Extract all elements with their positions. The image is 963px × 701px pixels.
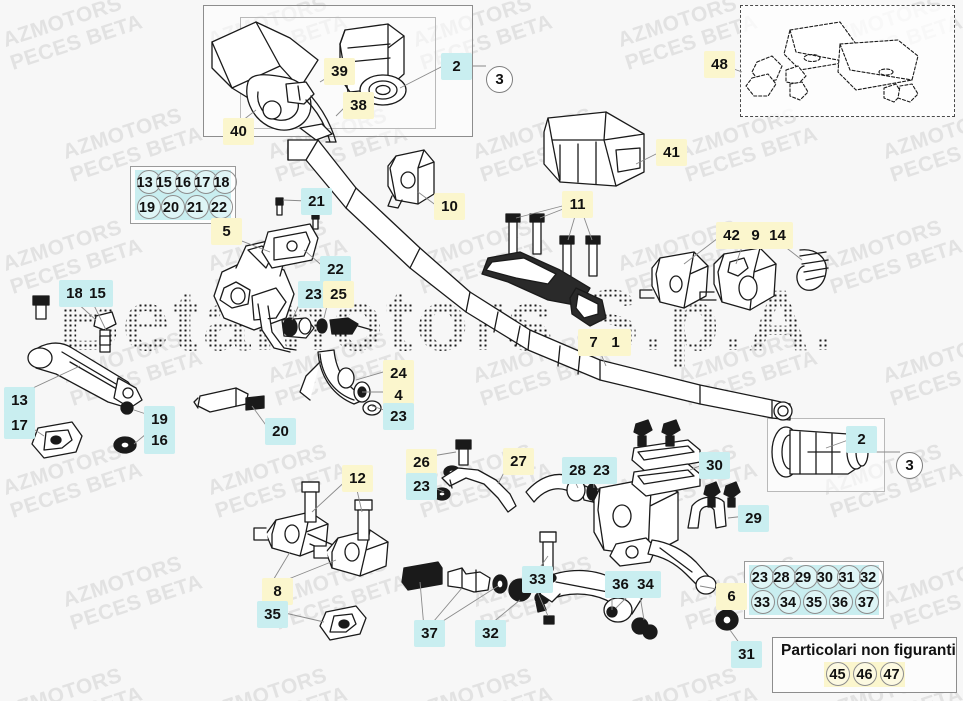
group-callout-20[interactable]: 20 (159, 195, 185, 220)
callout-badge-21[interactable]: 21 (301, 188, 332, 215)
group-callout-35[interactable]: 35 (801, 590, 827, 615)
group-callout-21[interactable]: 21 (183, 195, 209, 220)
watermark-text: AZMOTORS PECES BETA (820, 215, 963, 299)
callout-badge-33[interactable]: 33 (522, 566, 553, 593)
watermark-text: AZMOTORS PECES BETA (615, 0, 761, 75)
callout-badge-34[interactable]: 34 (630, 571, 661, 598)
group-callout-32[interactable]: 32 (857, 565, 883, 590)
callout-badge-20[interactable]: 20 (265, 418, 296, 445)
watermark-text: AZMOTORS PECES BETA (0, 663, 145, 701)
callout-badge-40[interactable]: 40 (223, 118, 254, 145)
callout-badge-6[interactable]: 6 (716, 583, 747, 610)
callout-badge-5[interactable]: 5 (211, 218, 242, 245)
watermark-text: AZMOTORS PECES BETA (0, 547, 1, 635)
callout-badge-23[interactable]: 23 (406, 473, 437, 500)
callout-badge-14[interactable]: 14 (762, 222, 793, 249)
group-callout-17[interactable]: 17 (192, 170, 219, 195)
callout-badge-1[interactable]: 1 (600, 329, 631, 356)
watermark-text: AZMOTORS PECES BETA (60, 551, 206, 635)
callout-badge-11[interactable]: 11 (562, 191, 593, 218)
callout-badge-13[interactable]: 13 (4, 387, 35, 414)
group-callout-34[interactable]: 34 (775, 590, 801, 615)
group-callout-45[interactable]: 45 (824, 662, 851, 687)
group-callout-33[interactable]: 33 (749, 590, 775, 615)
callout-badge-3[interactable]: 3 (486, 66, 513, 93)
group-callout-18[interactable]: 18 (211, 170, 238, 195)
group-callout-29[interactable]: 29 (792, 565, 818, 590)
callout-badge-41[interactable]: 41 (656, 139, 687, 166)
callout-badge-16[interactable]: 16 (144, 427, 175, 454)
note-title: Particolari non figuranti (781, 642, 956, 659)
callout-badge-2[interactable]: 2 (846, 426, 877, 453)
watermark-text: AZMOTORS PECES BETA (205, 439, 351, 523)
watermark-text: AZMOTORS PECES BETA (880, 551, 963, 635)
grip-outer-frame (767, 418, 885, 492)
watermark-text: AZMOTORS PECES BETA (880, 327, 963, 411)
group-callout-47[interactable]: 47 (878, 662, 905, 687)
group-callout-15[interactable]: 15 (154, 170, 180, 195)
callout-badge-48[interactable]: 48 (704, 51, 735, 78)
callout-badge-26[interactable]: 26 (406, 449, 437, 476)
callout-badge-25[interactable]: 25 (323, 281, 354, 308)
group-callout-19[interactable]: 19 (135, 195, 161, 220)
callout-badge-38[interactable]: 38 (343, 92, 374, 119)
handguard-detail-frame (740, 5, 955, 117)
watermark-text: AZMOTORS PECES BETA (675, 327, 821, 411)
callout-badge-39[interactable]: 39 (324, 58, 355, 85)
callout-badge-35[interactable]: 35 (257, 601, 288, 628)
watermark-text: AZMOTORS PECES BETA (205, 663, 350, 701)
group-callout-30[interactable]: 30 (814, 565, 840, 590)
group-callout-13[interactable]: 13 (135, 170, 161, 195)
watermark-text: AZMOTORS PECES BETA (0, 0, 146, 75)
callout-badge-29[interactable]: 29 (738, 505, 769, 532)
group-callout-31[interactable]: 31 (835, 565, 861, 590)
watermark-text: AZMOTORS PECES BETA (410, 215, 556, 299)
brand-dotted-text: Betamotors S.p.A. (58, 273, 838, 369)
group-callout-36[interactable]: 36 (827, 590, 853, 615)
callout-badge-30[interactable]: 30 (699, 452, 730, 479)
watermark-text: AZMOTORS PECES BETA (0, 99, 1, 187)
callout-badge-32[interactable]: 32 (475, 620, 506, 647)
watermark-text: AZMOTORS PECES BETA (60, 327, 206, 411)
watermark-text: AZMOTORS PECES BETA (410, 663, 555, 701)
callout-badge-23[interactable]: 23 (383, 403, 414, 430)
group-callout-28[interactable]: 28 (770, 565, 796, 590)
group-callout-16[interactable]: 16 (173, 170, 200, 195)
callout-badge-17[interactable]: 17 (4, 412, 35, 439)
group-callout-37[interactable]: 37 (853, 590, 879, 615)
group-callout-23[interactable]: 23 (748, 565, 775, 590)
callout-badge-12[interactable]: 12 (342, 465, 373, 492)
group-callout-46[interactable]: 46 (851, 662, 878, 687)
watermark-text: AZMOTORS PECES BETA (0, 323, 1, 411)
callout-badge-37[interactable]: 37 (414, 620, 445, 647)
callout-badge-23[interactable]: 23 (586, 457, 617, 484)
callout-badge-3[interactable]: 3 (896, 452, 923, 479)
watermark-text: AZMOTORS PECES BETA (0, 439, 146, 523)
callout-badge-15[interactable]: 15 (82, 280, 113, 307)
group-callout-22[interactable]: 22 (207, 195, 233, 220)
callout-badge-31[interactable]: 31 (731, 641, 762, 668)
watermark-text: AZMOTORS PECES BETA (470, 103, 616, 187)
callout-badge-10[interactable]: 10 (434, 193, 465, 220)
callout-badge-27[interactable]: 27 (503, 448, 534, 475)
callout-badge-2[interactable]: 2 (441, 53, 472, 80)
callout-badge-22[interactable]: 22 (320, 256, 351, 283)
